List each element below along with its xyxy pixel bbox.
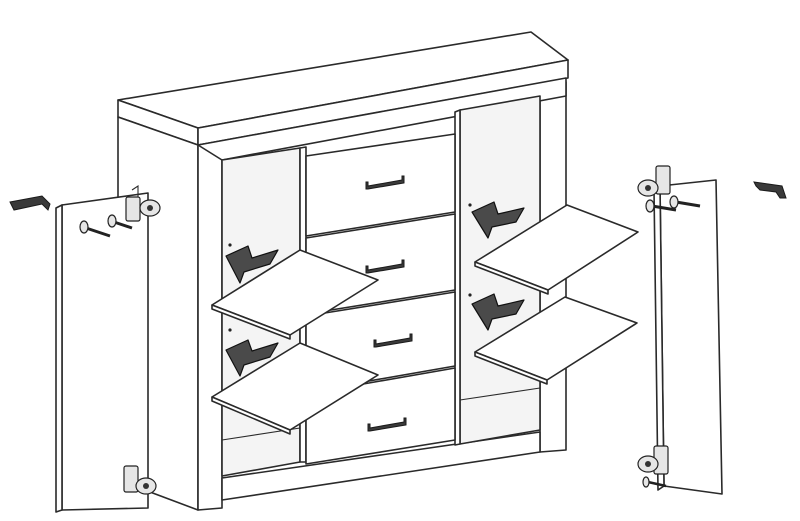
right-compartment-floor xyxy=(459,387,541,401)
hinge-icon xyxy=(125,184,161,222)
pin-hole xyxy=(228,328,232,332)
screw-icon xyxy=(79,220,111,238)
hinge-icon xyxy=(123,465,157,495)
screw-icon xyxy=(642,476,667,488)
screw-icon xyxy=(669,195,701,209)
right-door-assembly xyxy=(637,165,787,495)
cabinet-bottom-rail xyxy=(221,431,541,501)
door-handle-icon xyxy=(753,181,787,199)
drawer-handle-3 xyxy=(373,333,413,348)
arrow-icon xyxy=(225,339,279,377)
left-door-edge xyxy=(55,204,63,513)
screw-icon xyxy=(645,199,677,213)
cabinet-left-post xyxy=(197,140,223,511)
screw-icon xyxy=(107,214,133,230)
pin-hole xyxy=(468,203,472,207)
pin-hole xyxy=(468,293,472,297)
drawer-handle-2 xyxy=(365,259,405,274)
shelf-left-upper-edge xyxy=(211,304,291,340)
cabinet-top-rail xyxy=(197,77,567,161)
door-handle-icon xyxy=(9,195,51,211)
hinge-icon xyxy=(637,445,669,475)
left-door-assembly xyxy=(9,184,161,513)
shelf-right-lower-edge xyxy=(474,351,548,385)
drawer-handle-1 xyxy=(365,175,405,190)
shelf-left-lower-edge xyxy=(211,396,291,435)
cabinet-top-side xyxy=(197,59,569,146)
arrow-icon xyxy=(471,293,525,331)
arrow-icon xyxy=(225,245,279,284)
arrow-icon xyxy=(471,201,525,239)
pin-hole xyxy=(228,243,232,247)
right-door xyxy=(659,179,723,495)
left-door xyxy=(61,192,149,511)
shelf-right-upper-edge xyxy=(474,261,549,295)
shelves xyxy=(211,204,639,435)
drawer-handle-4 xyxy=(367,417,407,432)
hinge-icon xyxy=(637,165,671,197)
insertion-arrows xyxy=(225,201,525,377)
